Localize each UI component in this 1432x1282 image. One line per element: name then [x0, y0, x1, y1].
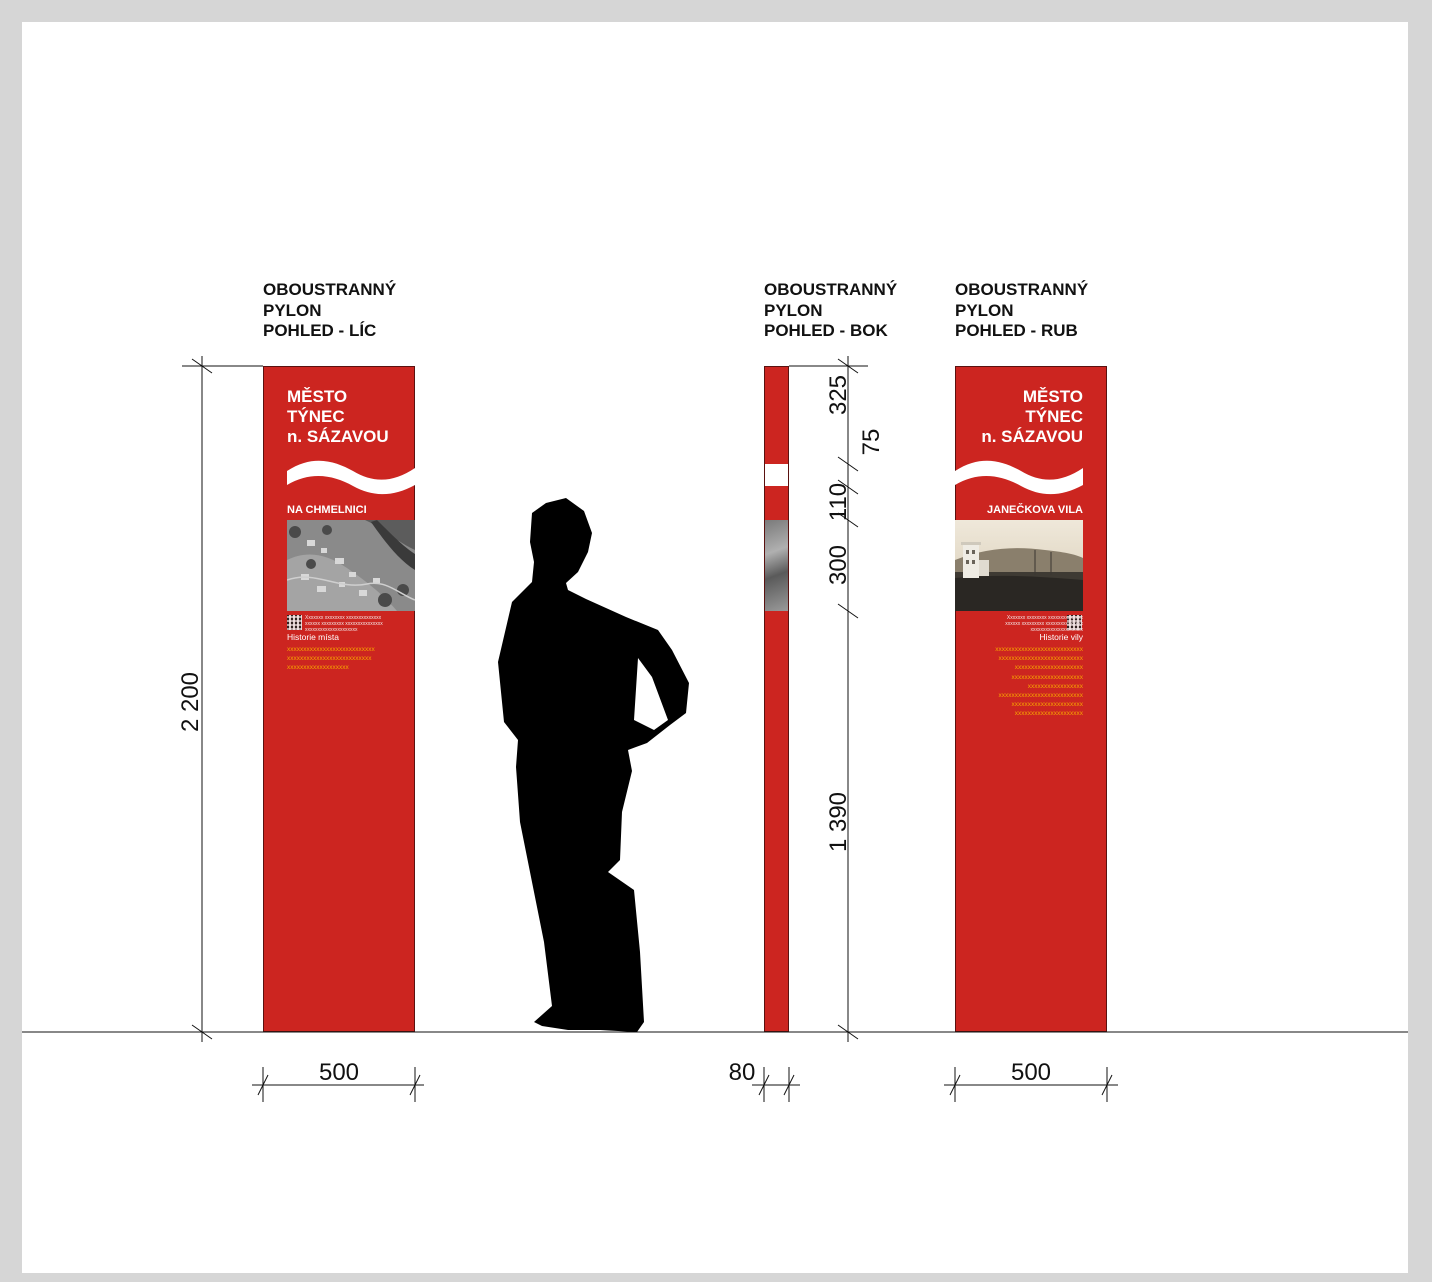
- info-line: xxxxxx xxxxxxxxx xxxxxxxxxxxxxxx: [305, 621, 383, 627]
- dimension-tick: [191, 358, 213, 374]
- dimension-tick: [837, 456, 859, 472]
- text-line: xxxxxxxxxxxxxxxxxxxxxx: [1011, 701, 1084, 709]
- dimension-tick: [1101, 1074, 1113, 1096]
- segment-label: 110: [825, 483, 852, 521]
- dimension-tick: [191, 1024, 213, 1040]
- segment-label: 1 390: [825, 792, 852, 852]
- town-line: MĚSTO: [1022, 387, 1083, 406]
- title-line: POHLED - BOK: [764, 321, 888, 340]
- text-line: xxxxxxxxxxxxxxxxxxxxx: [1014, 664, 1083, 672]
- town-line: MĚSTO: [287, 387, 348, 406]
- text-line: xxxxxxxxxxxxxxxxxxxxxxxxxx: [998, 692, 1084, 700]
- dimension-tick: [837, 1024, 859, 1040]
- text-line: xxxxxxxxxxxxxxxxxxxxxx: [1011, 673, 1084, 681]
- title-line: OBOUSTRANNÝ: [263, 280, 397, 299]
- title-line: OBOUSTRANNÝ: [955, 280, 1089, 299]
- info-line: xxxxxx xxxxxxxxx xxxxxxxxxxxxxxx: [1005, 621, 1083, 627]
- dimension-drawing: 2 200 500 80 500 325 75 110 300 1 390: [22, 356, 1408, 1102]
- dimension-tick: [837, 512, 859, 528]
- title-line: PYLON: [764, 300, 823, 320]
- human-silhouette: [498, 498, 689, 1032]
- front-pylon-panel: MĚSTO TÝNEC n. SÁZAVOU NA CHMELNICI: [263, 366, 415, 1032]
- info-line: xxxxxxxxxxxxxxxxxxxxx: [1030, 627, 1084, 633]
- town-line: n. SÁZAVOU: [287, 427, 389, 446]
- text-line: xxxxxxxxxxxxxxxxxxxxxxxxxx: [998, 655, 1084, 663]
- segment-label: 325: [825, 375, 852, 415]
- short-info: Xxxxxxx xxxxxxxx xxxxxxxxxxxxxx xxxxxx x…: [1005, 615, 1083, 633]
- title-line: PYLON: [263, 300, 322, 320]
- back-view-title: OBOUSTRANNÝ PYLON POHLED - RUB: [955, 280, 1088, 342]
- dimension-tick: [783, 1074, 795, 1096]
- text-line: xxxxxxxxxxxxxxxxxxxxxxxxxxx: [995, 646, 1083, 653]
- text-line: xxxxxxxxxxxxxxxxxxxxxxxxxxx: [287, 646, 375, 653]
- back-width-label: 500: [1011, 1059, 1051, 1086]
- town-name: MĚSTO TÝNEC n. SÁZAVOU: [287, 387, 389, 447]
- dimension-tick: [837, 358, 859, 374]
- dimension-tick: [758, 1074, 770, 1096]
- title-line: POHLED - LÍC: [263, 321, 377, 340]
- dimension-tick: [837, 603, 859, 619]
- place-name: JANEČKOVA VILA: [987, 504, 1083, 516]
- side-view-title: OBOUSTRANNÝ PYLON POHLED - BOK: [764, 280, 897, 342]
- history-heading: Historie vily: [1039, 632, 1083, 642]
- history-text: xxxxxxxxxxxxxxxxxxxxxxxxxxx xxxxxxxxxxxx…: [287, 645, 375, 673]
- segment-label: 300: [825, 545, 852, 585]
- side-photo-strip: [765, 520, 788, 611]
- total-height-label: 2 200: [177, 672, 204, 732]
- qr-code-icon: [1067, 615, 1082, 630]
- info-line: xxxxxxxxxxxxxxxxxxxxx: [305, 627, 358, 633]
- town-line: TÝNEC: [287, 407, 345, 426]
- aerial-photo: [287, 520, 415, 611]
- segment-label: 75: [858, 429, 885, 456]
- qr-code-icon: [287, 615, 302, 630]
- short-info: Xxxxxxx xxxxxxxx xxxxxxxxxxxxxx xxxxxx x…: [305, 615, 383, 633]
- info-line: Xxxxxxx xxxxxxxx xxxxxxxxxxxxxx: [305, 615, 382, 621]
- dimension-tick: [409, 1074, 421, 1096]
- dimension-tick: [949, 1074, 961, 1096]
- dimension-tick: [257, 1074, 269, 1096]
- drawing-sheet: OBOUSTRANNÝ PYLON POHLED - LÍC OBOUSTRAN…: [22, 22, 1408, 1273]
- side-wave-strip: [765, 464, 788, 486]
- text-line: xxxxxxxxxxxxxxxxxxx: [287, 664, 349, 672]
- river-wave-graphic: [287, 460, 415, 495]
- info-line: Xxxxxxx xxxxxxxx xxxxxxxxxxxxxx: [1006, 615, 1083, 621]
- text-line: xxxxxxxxxxxxxxxxxxxxxxxxxx: [287, 655, 372, 663]
- title-line: OBOUSTRANNÝ: [764, 280, 898, 299]
- river-wave-graphic: [955, 460, 1083, 495]
- town-line: TÝNEC: [1025, 407, 1083, 426]
- back-pylon-panel: MĚSTO TÝNEC n. SÁZAVOU JANEČKOVA VILA: [955, 366, 1107, 1032]
- title-line: PYLON: [955, 300, 1014, 320]
- text-line: xxxxxxxxxxxxxxxxxxxxx: [1014, 710, 1083, 718]
- history-text: xxxxxxxxxxxxxxxxxxxxxxxxxxx xxxxxxxxxxxx…: [995, 645, 1083, 719]
- history-heading: Historie místa: [287, 632, 339, 642]
- title-line: POHLED - RUB: [955, 321, 1078, 340]
- town-name: MĚSTO TÝNEC n. SÁZAVOU: [981, 387, 1083, 447]
- villa-photo: [955, 520, 1083, 611]
- dimension-tick: [837, 479, 859, 495]
- place-name: NA CHMELNICI: [287, 504, 367, 516]
- text-line: xxxxxxxxxxxxxxxxx: [1027, 682, 1083, 690]
- town-line: n. SÁZAVOU: [981, 427, 1083, 446]
- front-width-label: 500: [319, 1059, 359, 1086]
- front-view-title: OBOUSTRANNÝ PYLON POHLED - LÍC: [263, 280, 396, 342]
- side-width-label: 80: [729, 1059, 756, 1086]
- side-pylon-panel: [764, 366, 789, 1032]
